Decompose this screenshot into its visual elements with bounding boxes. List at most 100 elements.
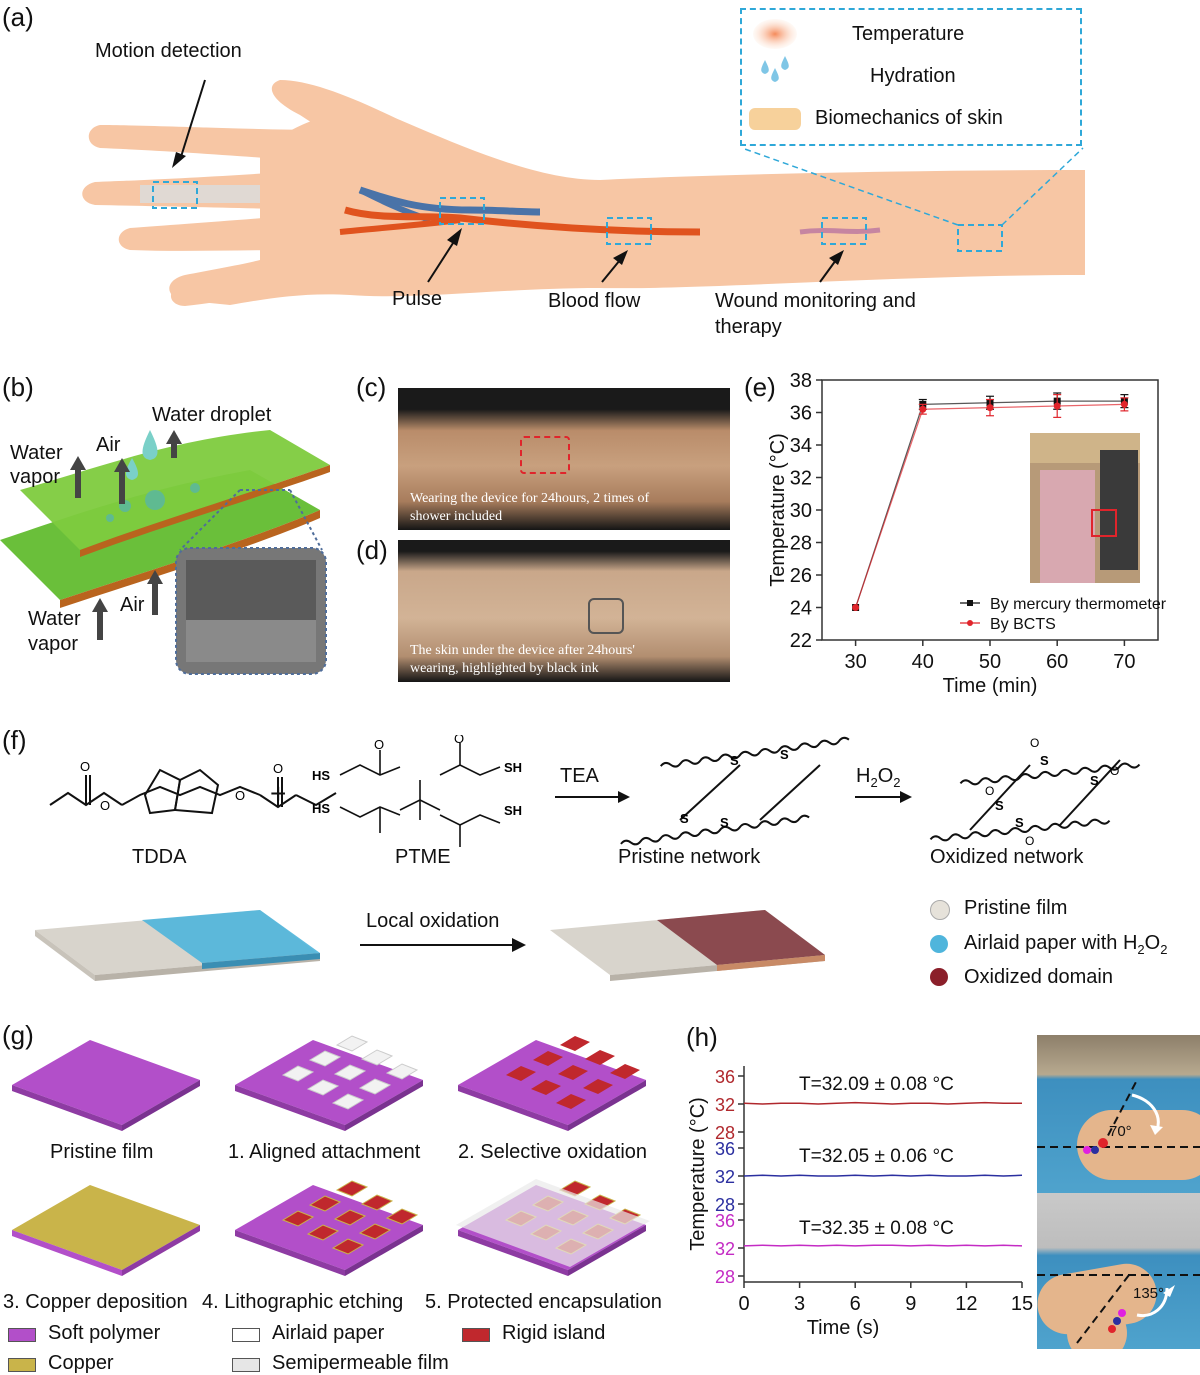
pristine-s3: S: [680, 811, 689, 826]
label-local-oxidation: Local oxidation: [366, 910, 500, 932]
oxidized-o2: O: [1030, 736, 1039, 750]
panel-a-label: (a): [2, 2, 34, 32]
legend-icons: [749, 19, 801, 130]
tdda-o3: O: [273, 761, 283, 776]
film-diagram: [35, 910, 825, 981]
caption-c-line1: Wearing the device for 24hours, 2 times …: [410, 491, 650, 506]
step-label-2: 2. Selective oxidation: [458, 1141, 648, 1163]
swatch-rigid-island: [462, 1328, 490, 1342]
ptme-o1: O: [374, 737, 384, 752]
data-point-1: [986, 404, 994, 412]
y-tick-label: 36: [790, 403, 812, 425]
y-tick-label-1: 28: [715, 1195, 735, 1215]
caption-d-line2: wearing, highlighted by black ink: [410, 661, 599, 676]
ptme-sh-top: SH: [504, 760, 522, 775]
swatch-airlaid-paper: [232, 1328, 260, 1342]
data-point-1: [1120, 400, 1128, 408]
tdda-structure: [49, 768, 337, 815]
annotation-1: T=32.05 ± 0.06 °C: [799, 1146, 954, 1167]
step-label-4: 4. Lithographic etching: [202, 1291, 404, 1313]
y-axis-label: Temperature (°C): [767, 433, 789, 587]
oxidized-domain: [657, 910, 825, 965]
legend-label-airlaid: Airlaid paper with H2O2: [964, 932, 1168, 957]
panel-a-legend-box: [740, 8, 1082, 146]
label-water-droplet: Water droplet: [152, 404, 272, 426]
caption-d-line1: The skin under the device after 24hours': [410, 643, 635, 658]
finger-3: [118, 215, 300, 251]
label-tea: TEA: [560, 765, 599, 787]
step-lithographic-etching: [235, 1180, 423, 1276]
top-leaf: [20, 430, 330, 550]
series-line-1: [743, 1174, 1023, 1177]
photo-elbow-bend: 135°: [1037, 1193, 1200, 1349]
data-point-1: [852, 604, 860, 611]
pristine-s2: S: [780, 747, 789, 762]
x-tick-label: 0: [738, 1293, 749, 1315]
legend-marker-1: [967, 620, 973, 626]
step-label-1: 1. Aligned attachment: [228, 1141, 421, 1163]
top-leaf-edge: [80, 465, 330, 557]
step-label-0: Pristine film: [50, 1141, 154, 1163]
bottom-leaf: [0, 470, 320, 600]
data-point-1: [919, 405, 927, 413]
chemistry-scheme: O O O O + HS HS SH SH O O S S S S S S S: [49, 735, 1141, 848]
box-pulse: [439, 197, 485, 225]
temperature-icon: [753, 19, 797, 49]
sensor-dot-red-2: [1108, 1325, 1116, 1333]
panel-b-label: (b): [2, 372, 34, 402]
wound: [799, 227, 881, 235]
arm-shape: [169, 111, 1085, 305]
label-water-vapor-top-2: vapor: [10, 466, 61, 488]
annotation-2: T=32.35 ± 0.08 °C: [799, 1218, 954, 1239]
y-tick-label-1: 36: [715, 1139, 735, 1159]
legend-label-1: By BCTS: [990, 616, 1056, 633]
label-oxidized-network: Oxidized network: [930, 846, 1084, 868]
label-air-top: Air: [96, 434, 121, 456]
inset-highlight-box: [1091, 509, 1117, 537]
y-tick-label-2: 36: [715, 1211, 735, 1231]
inset-photo-shirt: [1040, 470, 1095, 583]
label-tdda: TDDA: [132, 846, 187, 868]
callout-wound-line2: therapy: [715, 316, 782, 338]
caption-c-line2: shower included: [410, 509, 503, 524]
ptme-sh-bottom: SH: [504, 803, 522, 818]
legend-dot-pristine: [930, 900, 950, 920]
sensor-dot-blue-2: [1113, 1317, 1121, 1325]
sensor-dot-red: [1098, 1138, 1108, 1148]
ptme-hs-top: HS: [312, 768, 330, 783]
callout-blood-flow: Blood flow: [548, 290, 641, 312]
finger-1: [88, 125, 320, 160]
y-tick-label: 30: [790, 500, 812, 522]
series-line-0: [743, 1101, 1022, 1105]
sensor-dot-magenta-2: [1118, 1309, 1126, 1317]
box-motion: [152, 181, 198, 209]
fabrication-steps: [12, 1035, 650, 1276]
device-highlight-box: [520, 436, 570, 474]
legend-marker-0: [967, 600, 973, 606]
box-skin: [957, 224, 1003, 252]
pristine-network-structure: [620, 736, 850, 846]
bend-arrow-icon: [1131, 1093, 1160, 1131]
y-tick-label-1: 32: [715, 1167, 735, 1187]
panel-g-label: (g): [2, 1020, 34, 1050]
y-tick-label-0: 32: [715, 1095, 735, 1115]
legend-dot-airlaid: [930, 935, 948, 953]
tdda-o4: O: [235, 788, 245, 803]
y-axis-label: Temperature (°C): [687, 1097, 709, 1251]
red-vessel-lower: [339, 217, 461, 235]
angle-70: 70°: [1109, 1123, 1132, 1140]
oxidized-network-structure: [929, 759, 1141, 842]
oxidized-o4: O: [1025, 834, 1034, 848]
red-vessel: [344, 206, 701, 236]
y-tick-label: 26: [790, 565, 812, 587]
x-tick-label: 12: [955, 1293, 977, 1315]
step-selective-oxidation: [458, 1036, 646, 1131]
panel-e-label: (e): [744, 372, 776, 402]
legend-biomechanics: Biomechanics of skin: [815, 107, 1003, 129]
y-tick-label: 28: [790, 533, 812, 555]
step-copper-deposition: [12, 1185, 200, 1276]
panel-h-label: (h): [686, 1022, 718, 1052]
y-tick-label-0: 28: [715, 1123, 735, 1143]
y-tick-label-0: 36: [715, 1067, 735, 1087]
